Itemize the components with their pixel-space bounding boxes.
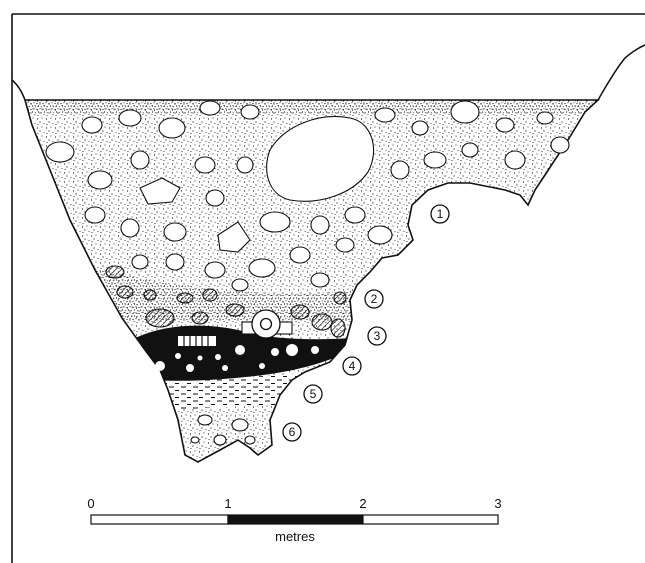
svg-text:5: 5 bbox=[310, 387, 317, 401]
pottery-vessel bbox=[241, 309, 293, 339]
svg-text:3: 3 bbox=[374, 329, 381, 343]
layer-label-6: 6 bbox=[282, 422, 302, 442]
scale-bar: 0 1 2 3 metres bbox=[87, 496, 501, 544]
layer-label-3: 3 bbox=[367, 326, 387, 346]
scale-tick-0: 0 bbox=[87, 496, 94, 511]
scale-segment-2 bbox=[227, 514, 364, 525]
layer-label-2: 2 bbox=[364, 289, 384, 309]
svg-text:2: 2 bbox=[371, 292, 378, 306]
svg-text:6: 6 bbox=[289, 425, 296, 439]
scale-tick-1: 1 bbox=[224, 496, 231, 511]
layer-2-3-stones bbox=[105, 265, 347, 338]
layer-4-inclusions bbox=[155, 334, 319, 372]
layer-label-5: 5 bbox=[303, 384, 323, 404]
scale-unit-label: metres bbox=[275, 529, 315, 544]
layer-label-1: 1 bbox=[430, 204, 450, 224]
ground-surface-line bbox=[11, 44, 645, 101]
layer-1-stones bbox=[45, 100, 570, 292]
svg-text:1: 1 bbox=[437, 207, 444, 221]
scale-segment-3 bbox=[362, 514, 499, 525]
scale-segment-1 bbox=[90, 514, 229, 525]
layer-label-4: 4 bbox=[342, 356, 362, 376]
pit-outline bbox=[23, 99, 601, 463]
svg-text:4: 4 bbox=[349, 359, 356, 373]
layer-6-stones bbox=[190, 414, 256, 446]
scale-tick-3: 3 bbox=[494, 496, 501, 511]
scale-tick-2: 2 bbox=[359, 496, 366, 511]
